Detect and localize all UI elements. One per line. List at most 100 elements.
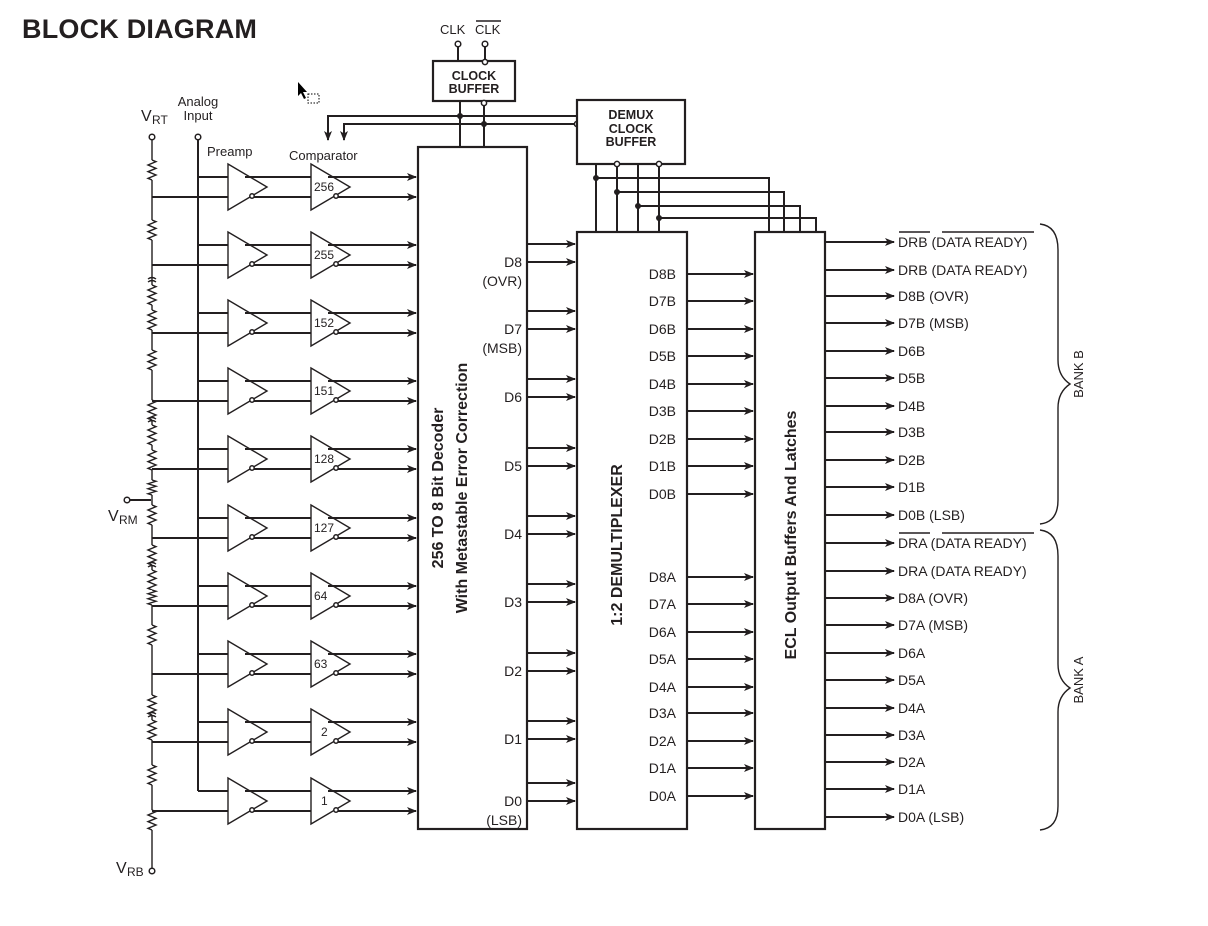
- output-pin-b-d6b: D6B: [825, 343, 925, 359]
- output-pin-label: D2B: [898, 452, 925, 468]
- resistor-icon: [145, 589, 159, 606]
- decoder-output-label: D5: [504, 458, 522, 474]
- svg-text:ECL Output Buffers And Latches: ECL Output Buffers And Latches: [783, 410, 800, 659]
- output-pin-b-d1b: D1B: [825, 479, 925, 495]
- clk-bar-pin: [481, 40, 489, 48]
- resistor-icon: [146, 219, 158, 241]
- comparator-number: 255: [314, 248, 334, 262]
- decoder-output-d7: D7 (MSB): [482, 307, 576, 356]
- demux-block: 1:2 DEMULTIPLEXER: [575, 230, 689, 831]
- demux-output-d7b: D7B: [649, 293, 754, 309]
- decoder-block: 256 TO 8 Bit Decoder With Metastable Err…: [416, 145, 529, 831]
- demux-output-label: D0B: [649, 486, 676, 502]
- break-icon: [147, 561, 157, 568]
- demux-output-label: D4B: [649, 376, 676, 392]
- demux-output-d5b: D5B: [649, 348, 754, 364]
- output-pin-b-drb: DRB (DATA READY): [825, 262, 1027, 278]
- comparator-number: 64: [314, 589, 328, 603]
- demux-output-label: D1A: [649, 760, 677, 776]
- comparator-icon: [310, 434, 352, 484]
- preamp-icon: [227, 776, 269, 826]
- demux-output-d8a: D8A: [649, 569, 754, 585]
- comparator-stage: 1: [152, 776, 417, 826]
- demux-output-label: D6B: [649, 321, 676, 337]
- svg-text:V: V: [108, 508, 119, 525]
- svg-text:Analog: Analog: [178, 94, 218, 109]
- demux-output-label: D4A: [649, 679, 677, 695]
- decoder-output-d1: D1: [504, 717, 576, 747]
- decoder-output-label: D7: [504, 321, 522, 337]
- preamp-label: Preamp: [207, 144, 253, 159]
- comparator-icon: [310, 776, 352, 826]
- break-icon: [147, 711, 157, 718]
- decoder-output-label: D8: [504, 254, 522, 270]
- vrt-pin: [148, 133, 156, 141]
- resistor-ladder: [145, 140, 159, 868]
- svg-text:CLOCK: CLOCK: [452, 69, 496, 83]
- demux-output-d3b: D3B: [649, 403, 754, 419]
- decoder-output-note: (MSB): [482, 340, 522, 356]
- resistor-icon: [145, 479, 159, 496]
- resistor-icon: [146, 569, 158, 591]
- output-pin-a-d8a: D8A (OVR): [825, 590, 968, 606]
- decoder-output-label: D6: [504, 389, 522, 405]
- comparator-label: Comparator: [289, 148, 358, 163]
- clock-buffer-block: CLOCK BUFFER: [431, 59, 517, 103]
- output-pin-b-d3b: D3B: [825, 424, 925, 440]
- output-pin-label: DRB (DATA READY): [898, 234, 1027, 250]
- output-pin-label: D2A: [898, 754, 926, 770]
- comparator-number: 2: [321, 725, 328, 739]
- vrb-label: V RB: [116, 860, 144, 879]
- comparator-stage: 255: [152, 230, 417, 280]
- comparator-icon: [310, 162, 352, 212]
- demux-outputs: D8BD7BD6BD5BD4BD3BD2BD1BD0BD8AD7AD6AD5AD…: [649, 266, 754, 804]
- demux-output-d8b: D8B: [649, 266, 754, 282]
- comparator-stage: 152: [152, 298, 417, 348]
- output-pin-a-d1a: D1A: [825, 781, 926, 797]
- clk-bar-label: CLK: [475, 22, 501, 37]
- output-pin-b-d0b: D0B (LSB): [825, 507, 965, 523]
- svg-text:With Metastable Error Correcti: With Metastable Error Correction: [454, 363, 471, 614]
- demux-output-d4a: D4A: [649, 679, 754, 695]
- demux-output-label: D8B: [649, 266, 676, 282]
- output-pin-b-d8b: D8B (OVR): [825, 288, 969, 304]
- comparator-stage: 2: [152, 707, 417, 757]
- svg-text:RM: RM: [119, 513, 138, 527]
- preamp-icon: [227, 298, 269, 348]
- comparator-icon: [310, 571, 352, 621]
- demux-output-label: D6A: [649, 624, 677, 640]
- svg-text:RB: RB: [127, 865, 144, 879]
- demux-output-d7a: D7A: [649, 596, 754, 612]
- comparator-number: 127: [314, 521, 334, 535]
- output-pin-a-d6a: D6A: [825, 645, 926, 661]
- output-pin-a-d0a: D0A (LSB): [825, 809, 964, 825]
- comparator-stage: 127: [152, 503, 417, 553]
- decoder-output-label: D2: [504, 663, 522, 679]
- output-pin-a-d5a: D5A: [825, 672, 926, 688]
- decoder-output-label: D1: [504, 731, 522, 747]
- demux-output-label: D2B: [649, 431, 676, 447]
- output-pin-b-d2b: D2B: [825, 452, 925, 468]
- analog-input-label: Analog Input: [178, 94, 218, 123]
- decoder-output-label: D4: [504, 526, 522, 542]
- comparator-stage: 128: [152, 434, 417, 484]
- resistor-icon: [146, 809, 158, 831]
- output-pin-label: D4A: [898, 700, 926, 716]
- demux-output-label: D7A: [649, 596, 677, 612]
- output-pin-label: DRA (DATA READY): [898, 535, 1027, 551]
- vrb-pin: [148, 867, 156, 875]
- bank-b-label: BANK B: [1071, 350, 1086, 398]
- preamp-icon: [227, 366, 269, 416]
- output-pin-b-drb-bar: DRB (DATA READY): [825, 231, 1034, 250]
- svg-text:RT: RT: [152, 113, 168, 127]
- decoder-output-d8: D8(OVR): [482, 240, 576, 289]
- svg-text:V: V: [116, 860, 127, 877]
- decoder-output-d5: D5: [504, 444, 576, 474]
- comparator-icon: [310, 298, 352, 348]
- svg-text:BUFFER: BUFFER: [606, 135, 657, 149]
- demux-output-d3a: D3A: [649, 705, 754, 721]
- output-pin-label: D1A: [898, 781, 926, 797]
- output-pin-label: D7A (MSB): [898, 617, 968, 633]
- comparator-icon: [310, 230, 352, 280]
- vrm-label: V RM: [108, 508, 138, 527]
